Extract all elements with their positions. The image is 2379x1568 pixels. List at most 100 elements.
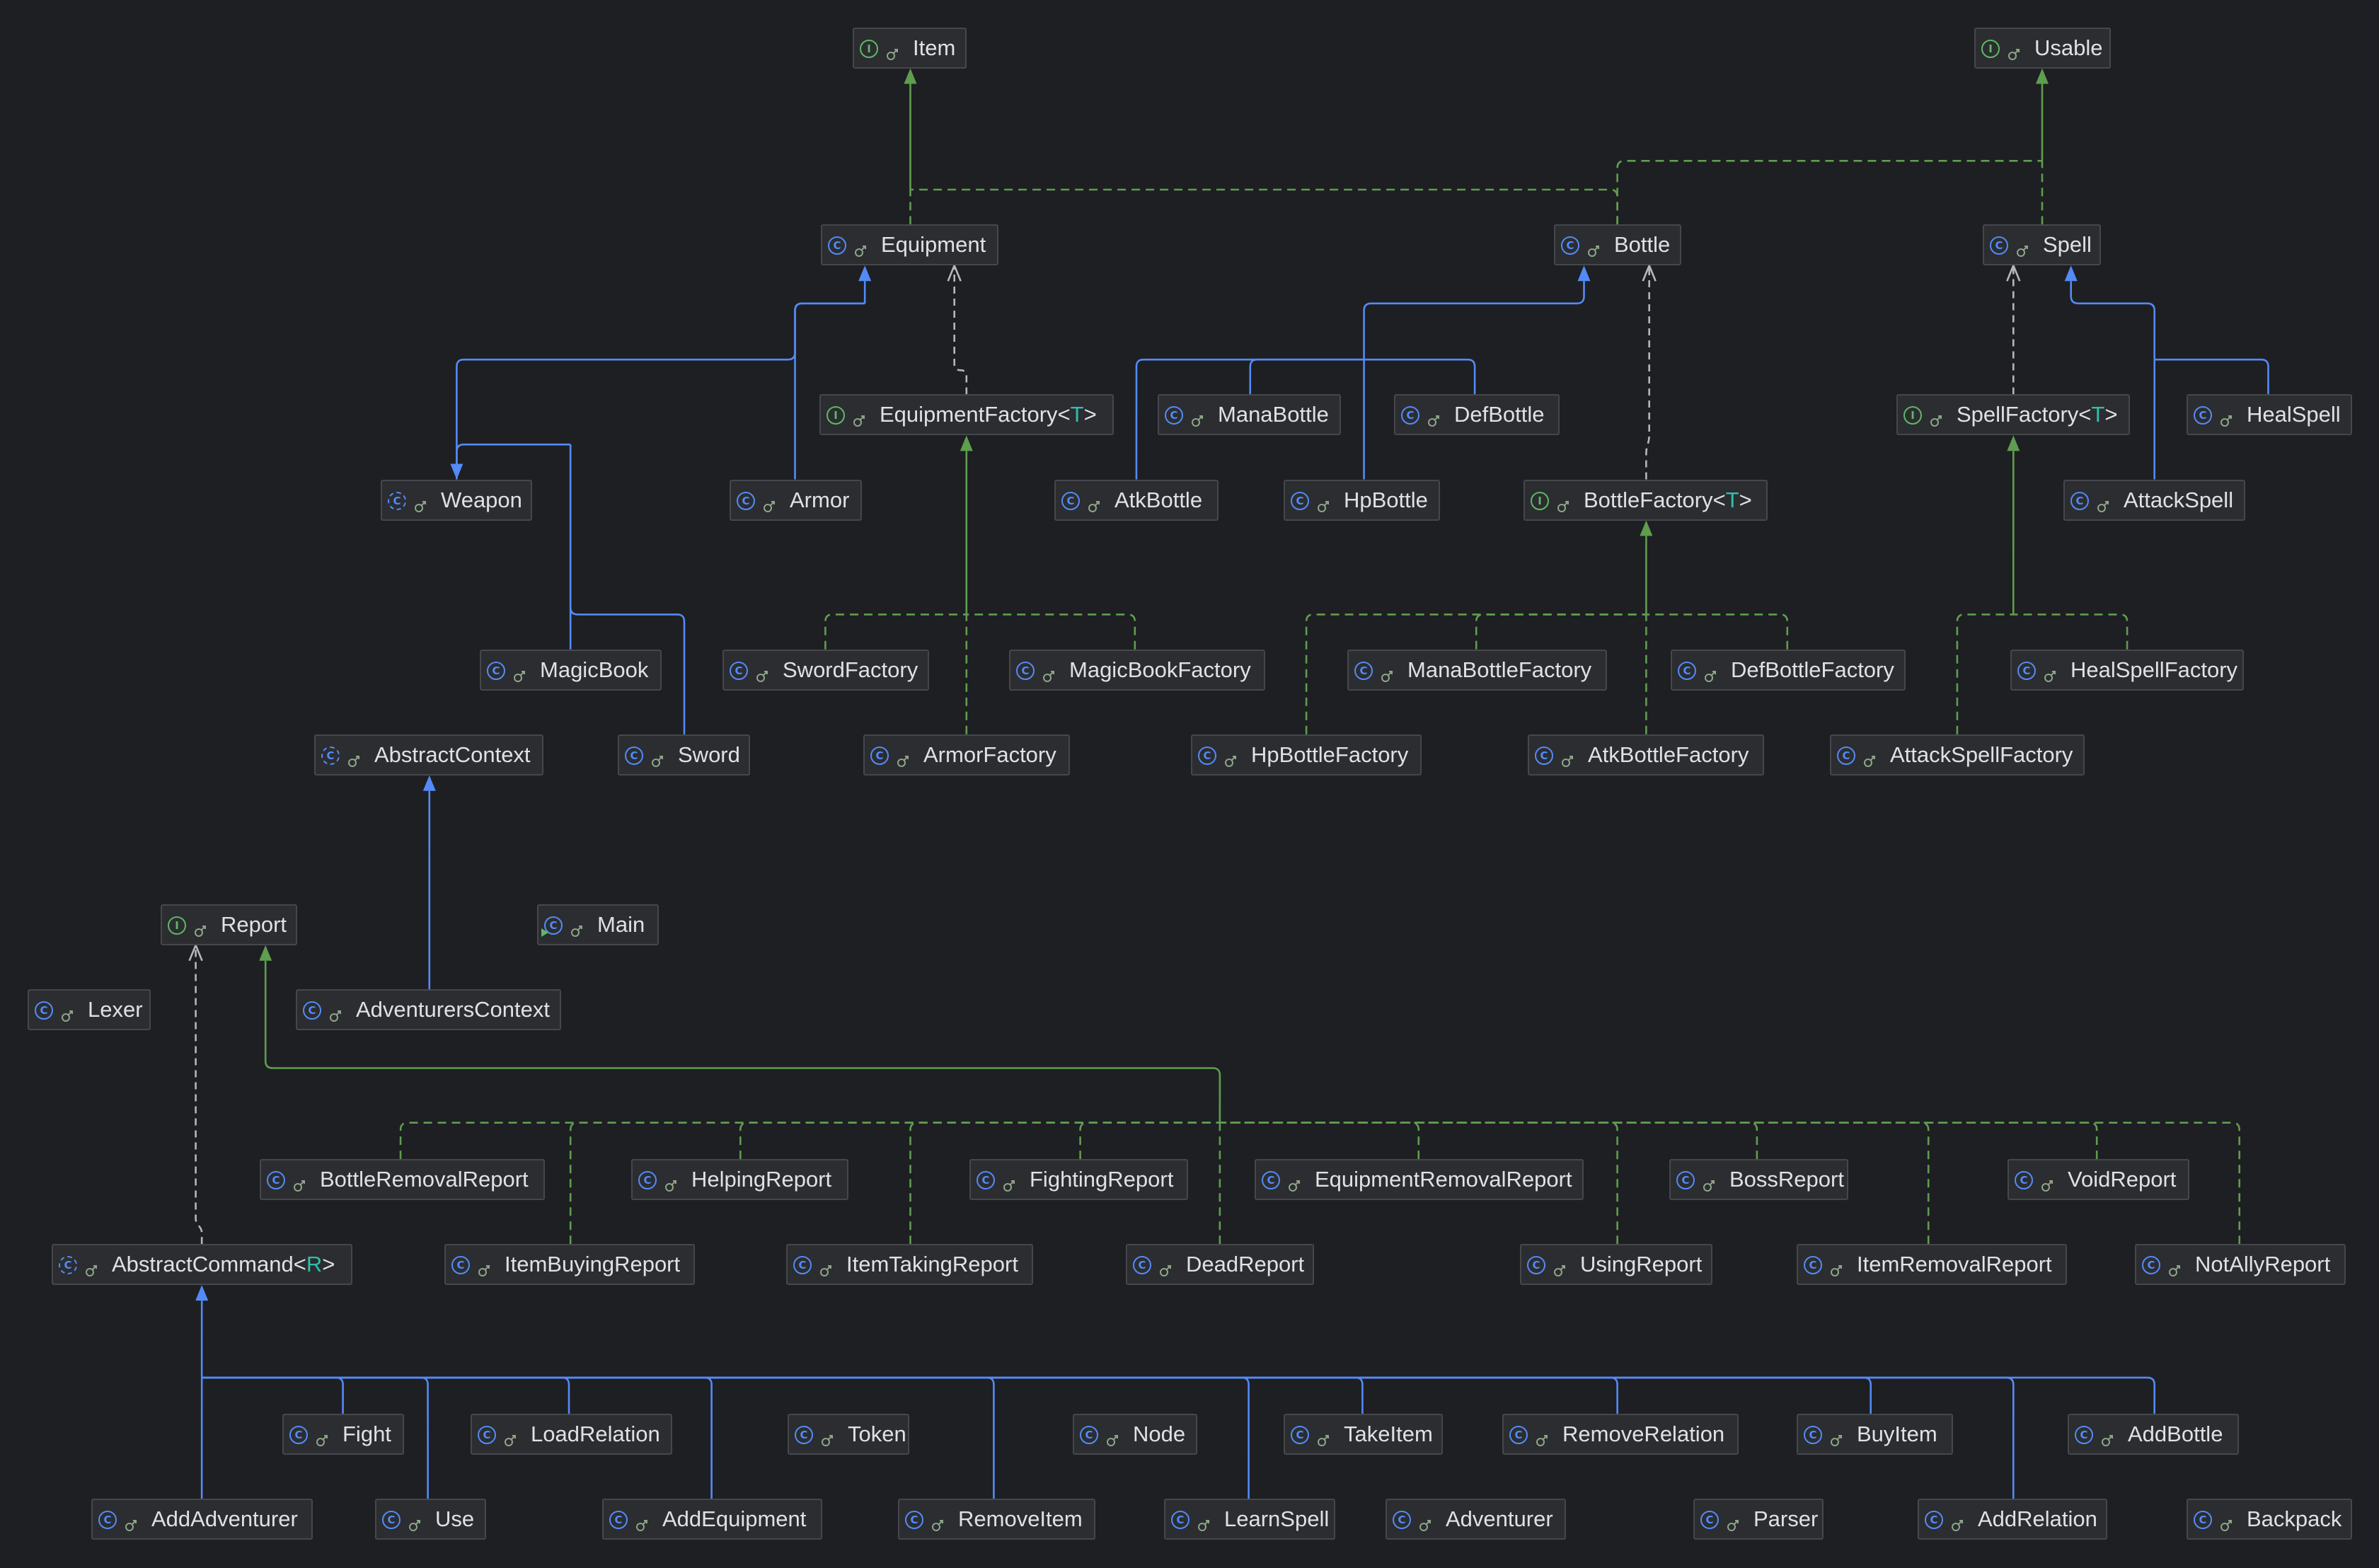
class-name: EquipmentRemovalReport xyxy=(1315,1167,1572,1192)
class-icon: C xyxy=(2070,492,2089,510)
node-label: Fight xyxy=(342,1415,391,1453)
icon-glyph: C xyxy=(1296,494,1304,507)
edge-itembuyingreport-implements-report xyxy=(569,1122,1220,1245)
edge-loadrelation-extends-abstractcommand-r xyxy=(202,1376,570,1414)
node-label: RemoveRelation xyxy=(1562,1415,1724,1453)
arrowhead-trunk-equipment-extends xyxy=(858,265,872,282)
public-visibility-icon xyxy=(650,749,664,767)
node-label: ItemRemovalReport xyxy=(1857,1245,2052,1284)
icon-glyph: C xyxy=(742,494,750,507)
class-icon: C xyxy=(795,1426,813,1444)
icon-glyph: C xyxy=(103,1513,112,1526)
node-label: EquipmentFactory<T> xyxy=(880,396,1097,434)
node-defbottlefactory[interactable]: C DefBottleFactory xyxy=(1671,650,1906,691)
icon-glyph: C xyxy=(2199,1513,2207,1526)
public-visibility-icon xyxy=(2096,494,2110,512)
icon-glyph: C xyxy=(2020,1173,2028,1187)
edge-itemtakingreport-implements-report xyxy=(909,1122,1220,1245)
edge-equipmentfactory-t-dependency-equipment xyxy=(953,265,968,395)
class-name: Fight xyxy=(342,1422,391,1446)
class-name: Use xyxy=(435,1506,475,1531)
node-lexer[interactable]: C Lexer xyxy=(28,989,151,1030)
icon-glyph: C xyxy=(1085,1428,1093,1441)
class-name: RemoveItem xyxy=(958,1506,1083,1531)
node-label: Lexer xyxy=(88,991,143,1029)
node-label: Armor xyxy=(790,481,849,519)
class-name: > xyxy=(322,1252,335,1276)
class-name: AddEquipment xyxy=(662,1506,807,1531)
icon-glyph: C xyxy=(40,1003,48,1017)
node-armor[interactable]: C Armor xyxy=(730,480,862,521)
class-icon: C xyxy=(1676,1171,1695,1189)
class-name: Report xyxy=(221,912,287,937)
class-icon: C xyxy=(828,236,846,255)
class-name: UsingReport xyxy=(1580,1252,1703,1276)
class-name: HealSpellFactory xyxy=(2070,657,2238,682)
class-name: DefBottleFactory xyxy=(1731,657,1894,682)
public-visibility-icon xyxy=(664,1173,678,1192)
icon-glyph: C xyxy=(1683,664,1691,677)
class-name: AbstractContext xyxy=(374,742,531,767)
node-label: Parser xyxy=(1753,1500,1818,1538)
